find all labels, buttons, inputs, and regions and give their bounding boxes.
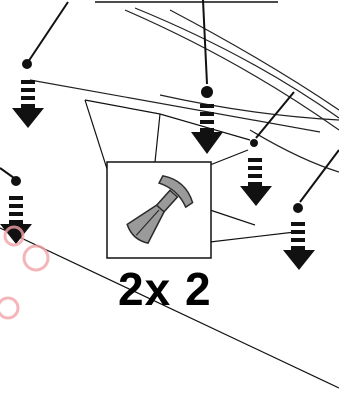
push-clip-icon — [126, 174, 194, 245]
fastener-marker-1 — [12, 1, 69, 128]
fastener-marker-4 — [283, 149, 339, 270]
fastener-marker-3 — [240, 91, 295, 206]
callout-leaders — [84, 99, 296, 243]
watermark — [0, 225, 50, 320]
panel-lower-edge — [0, 227, 339, 389]
quantity-label: 2x 2 — [118, 263, 212, 315]
panel-outline — [29, 7, 339, 173]
fastener-marker-2 — [191, 0, 223, 154]
callout-box — [106, 161, 212, 259]
